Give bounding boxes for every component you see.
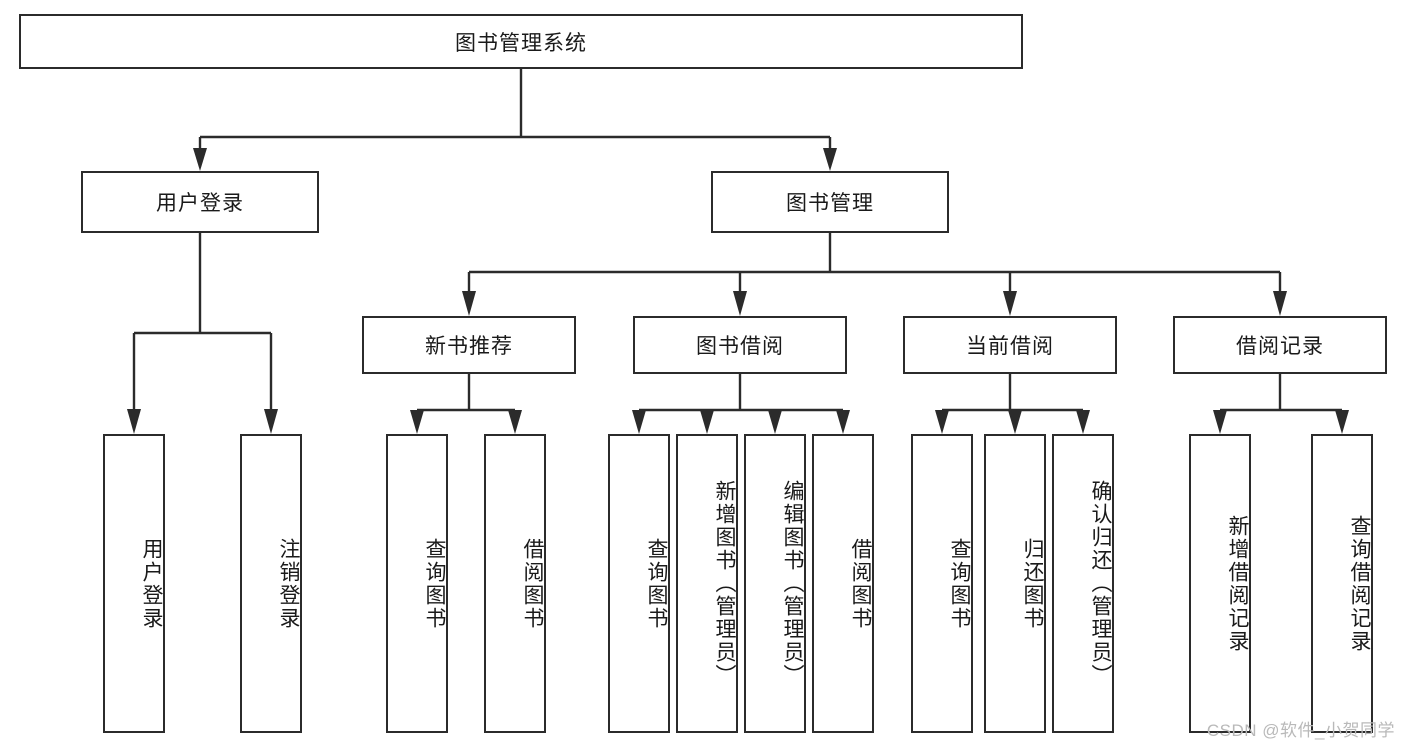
node-label: 查询图书: [645, 537, 668, 630]
node-borrow-record[interactable]: 借阅记录: [1173, 316, 1387, 374]
node-current-borrow[interactable]: 当前借阅: [903, 316, 1117, 374]
watermark-text: CSDN @软件_小贺同学: [1206, 721, 1395, 740]
node-label: 确认归还（管理员）: [1089, 480, 1112, 687]
node-label: 注销登录: [277, 537, 300, 630]
node-label: 图书借阅: [696, 335, 784, 358]
node-book-borrow[interactable]: 图书借阅: [633, 316, 847, 374]
edge-borrow-record-to-leaves: [1213, 374, 1349, 434]
node-new-book-recommend[interactable]: 新书推荐: [362, 316, 576, 374]
leaf-query-borrow-record[interactable]: 查询借阅记录: [1311, 434, 1373, 733]
edge-book-mgmt-to-level3: [462, 233, 1287, 316]
node-label: 当前借阅: [966, 335, 1054, 358]
node-root[interactable]: 图书管理系统: [19, 14, 1023, 69]
leaf-add-borrow-record[interactable]: 新增借阅记录: [1189, 434, 1251, 733]
node-label: 借阅图书: [521, 537, 544, 630]
leaf-confirm-return-admin[interactable]: 确认归还（管理员）: [1052, 434, 1114, 733]
node-label: 用户登录: [156, 192, 244, 215]
node-label: 借阅记录: [1236, 335, 1324, 358]
leaf-query-book-borrow[interactable]: 查询图书: [608, 434, 670, 733]
edge-root-to-level2: [193, 69, 837, 171]
node-label: 查询借阅记录: [1348, 514, 1371, 653]
leaf-edit-book-admin[interactable]: 编辑图书（管理员）: [744, 434, 806, 733]
edge-borrow-to-leaves: [632, 374, 850, 434]
node-book-management[interactable]: 图书管理: [711, 171, 949, 233]
node-label: 图书管理系统: [455, 31, 587, 55]
node-label: 查询图书: [423, 537, 446, 630]
node-label: 图书管理: [786, 192, 874, 215]
leaf-return-book[interactable]: 归还图书: [984, 434, 1046, 733]
node-label: 借阅图书: [849, 537, 872, 630]
node-label: 新增借阅记录: [1226, 514, 1249, 653]
node-label: 查询图书: [948, 537, 971, 630]
node-label: 用户登录: [140, 537, 163, 630]
edge-user-login-to-leaves: [127, 233, 278, 434]
leaf-query-book-newbook[interactable]: 查询图书: [386, 434, 448, 733]
node-label: 编辑图书（管理员）: [781, 480, 804, 687]
edge-current-borrow-to-leaves: [935, 374, 1090, 434]
leaf-borrow-book-newbook[interactable]: 借阅图书: [484, 434, 546, 733]
leaf-user-login[interactable]: 用户登录: [103, 434, 165, 733]
leaf-query-book-current[interactable]: 查询图书: [911, 434, 973, 733]
node-label: 归还图书: [1021, 537, 1044, 630]
leaf-logout-login[interactable]: 注销登录: [240, 434, 302, 733]
edge-new-book-to-leaves: [410, 374, 522, 434]
leaf-borrow-book[interactable]: 借阅图书: [812, 434, 874, 733]
leaf-add-book-admin[interactable]: 新增图书（管理员）: [676, 434, 738, 733]
node-user-login[interactable]: 用户登录: [81, 171, 319, 233]
node-label: 新增图书（管理员）: [713, 480, 736, 687]
node-label: 新书推荐: [425, 335, 513, 358]
